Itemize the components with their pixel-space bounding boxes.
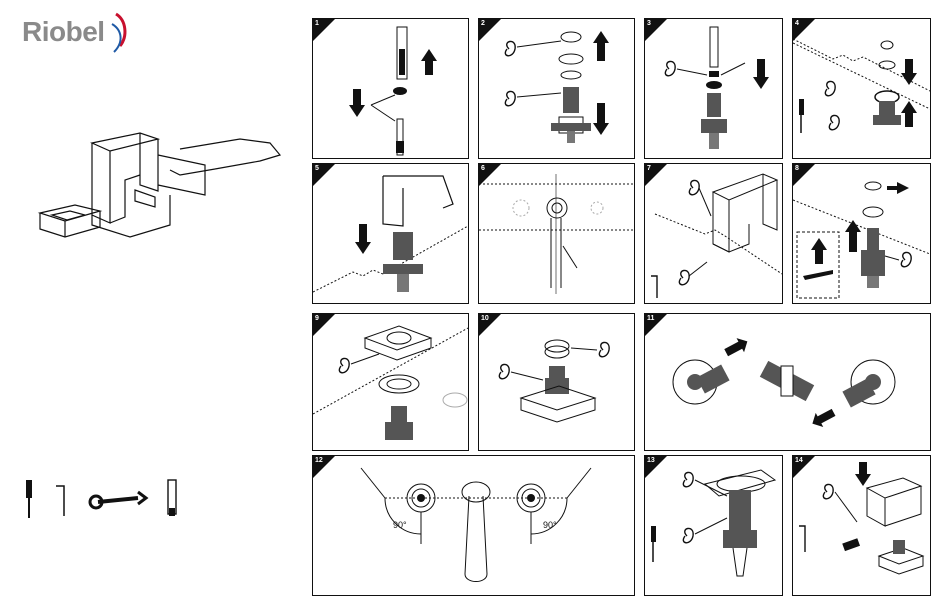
step-number-badge: 12: [313, 456, 335, 478]
step-2-diagram: [479, 19, 634, 158]
hex-key-icon: [56, 486, 64, 516]
wrench-icon: [90, 492, 146, 508]
step-number-badge: 4: [793, 19, 815, 41]
step-4-panel: 4: [792, 18, 931, 159]
step-3-panel: 3: [644, 18, 783, 159]
angle-label-left: 90°: [393, 520, 407, 530]
step-12-diagram: 90° 90°: [313, 456, 634, 595]
step-number-badge: 8: [793, 164, 815, 186]
screwdriver-icon: [26, 480, 32, 518]
step-5-panel: 5: [312, 163, 469, 304]
step-8-panel: 8: [792, 163, 931, 304]
step-1-panel: 1: [312, 18, 469, 159]
cartridge-tool-icon: [168, 480, 176, 516]
step-number-badge: 3: [645, 19, 667, 41]
step-11-panel: 11: [644, 313, 931, 451]
valve-right: [842, 360, 895, 408]
brand-logo: Riobel: [22, 12, 132, 57]
step-2-panel: 2: [478, 18, 635, 159]
step-number-badge: 6: [479, 164, 501, 186]
brand-name: Riobel: [22, 16, 105, 48]
required-tools: [20, 476, 210, 526]
step-7-panel: 7: [644, 163, 783, 304]
valve-center: [760, 361, 814, 401]
step-number-badge: 1: [313, 19, 335, 41]
step-11-diagram: [645, 314, 930, 450]
step-5-diagram: [313, 164, 468, 303]
faucet-set-illustration: [30, 125, 300, 265]
step-number-badge: 11: [645, 314, 667, 336]
step-13-panel: 13: [644, 455, 783, 596]
step-number-badge: 10: [479, 314, 501, 336]
step-number-badge: 2: [479, 19, 501, 41]
step-number-badge: 9: [313, 314, 335, 336]
step-10-panel: 10: [478, 313, 635, 451]
step-number-badge: 5: [313, 164, 335, 186]
angle-label-right: 90°: [543, 520, 557, 530]
step-6-diagram: [479, 164, 634, 303]
step-number-badge: 7: [645, 164, 667, 186]
step-14-panel: 14: [792, 455, 931, 596]
step-10-diagram: [479, 314, 634, 450]
brand-swirl-icon: [108, 12, 130, 54]
step-number-badge: 13: [645, 456, 667, 478]
step-number-badge: 14: [793, 456, 815, 478]
step-9-panel: 9: [312, 313, 469, 451]
step-9-diagram: [313, 314, 468, 450]
step-1-diagram: [313, 19, 468, 158]
step-12-panel: 90° 90° 12: [312, 455, 635, 596]
step-6-panel: 6: [478, 163, 635, 304]
valve-left: [673, 360, 730, 404]
